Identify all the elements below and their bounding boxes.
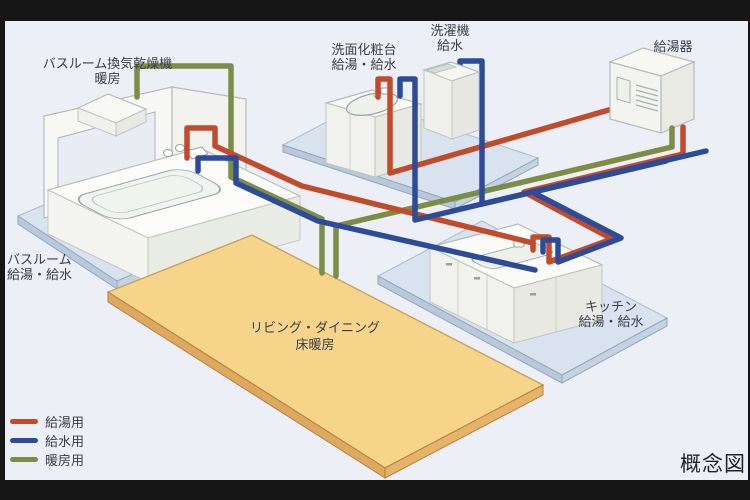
- label-washer: 洗濯機 給水: [400, 24, 500, 54]
- vanity-unit: [323, 87, 424, 178]
- label-bathroom: バスルーム 給湯・給水: [7, 253, 102, 283]
- label-kitchen-line1: キッチン: [584, 300, 637, 315]
- label-floor-heating-line1: リビング・ダイニング: [249, 321, 380, 336]
- heating-pipe-floor: [333, 125, 675, 279]
- label-kitchen-line2: 給湯・給水: [578, 315, 644, 330]
- legend-label-heating: 暖房用: [45, 454, 85, 469]
- legend-swatch-heating: [10, 457, 38, 462]
- washer-control-panel: [425, 63, 458, 74]
- hot-water-pipe-bath: [184, 125, 536, 246]
- label-heater: 給湯器: [623, 40, 723, 55]
- label-bathroom-line2: 給湯・給水: [7, 268, 73, 283]
- label-vanity: 洗面化粧台 給湯・給水: [304, 43, 424, 73]
- legend-label-cold-water: 給水用: [45, 435, 85, 450]
- label-bath-dryer: バスルーム換気乾燥機 暖房: [30, 57, 185, 87]
- label-floor-heating-line2: 床暖房: [295, 338, 335, 353]
- legend-row-cold-water: 給水用: [10, 431, 84, 450]
- heater-panel: [616, 76, 631, 104]
- cold-water-pipe-vanity: [397, 76, 573, 223]
- frame-left: [0, 0, 5, 500]
- cold-water-pipe-bath: [195, 155, 538, 273]
- legend-label-hot-water: 給湯用: [45, 416, 85, 431]
- label-kitchen: キッチン 給湯・給水: [551, 300, 671, 330]
- kitchen-counter: [428, 223, 604, 344]
- legend-swatch-hot-water: [10, 419, 38, 424]
- bath-dryer-unit: [76, 93, 148, 137]
- diagram-caption: 概念図: [680, 452, 746, 476]
- legend-row-hot-water: 給湯用: [10, 412, 84, 431]
- hot-water-pipe-vanity: [375, 76, 643, 176]
- label-bathroom-line1: バスルーム: [7, 253, 72, 268]
- heating-pipe-bath-dryer: [134, 63, 325, 276]
- frame-top: [0, 0, 750, 21]
- tub-basin: [77, 169, 221, 220]
- floor-heating-panel: [106, 234, 545, 479]
- legend: 給湯用 給水用 暖房用: [10, 412, 84, 469]
- legend-row-heating: 暖房用: [10, 450, 84, 469]
- legend-swatch-cold-water: [10, 438, 38, 443]
- label-vanity-line2: 給湯・給水: [331, 58, 397, 73]
- label-heater-text: 給湯器: [653, 40, 693, 55]
- washing-machine: [422, 61, 481, 140]
- water-heater: [608, 47, 696, 134]
- label-bath-dryer-line1: バスルーム換気乾燥機: [42, 57, 173, 72]
- label-vanity-line1: 洗面化粧台: [331, 43, 397, 58]
- label-floor-heating: リビング・ダイニング 床暖房: [235, 320, 395, 354]
- frame-bottom: [0, 480, 750, 500]
- frame-right: [748, 0, 750, 500]
- label-washer-line2: 給水: [436, 39, 463, 54]
- label-bath-dryer-line2: 暖房: [94, 72, 121, 87]
- label-washer-line1: 洗濯機: [430, 24, 470, 39]
- tub-faucet: [163, 144, 209, 160]
- vanity-basin: [345, 91, 399, 117]
- heater-vents: [635, 84, 659, 112]
